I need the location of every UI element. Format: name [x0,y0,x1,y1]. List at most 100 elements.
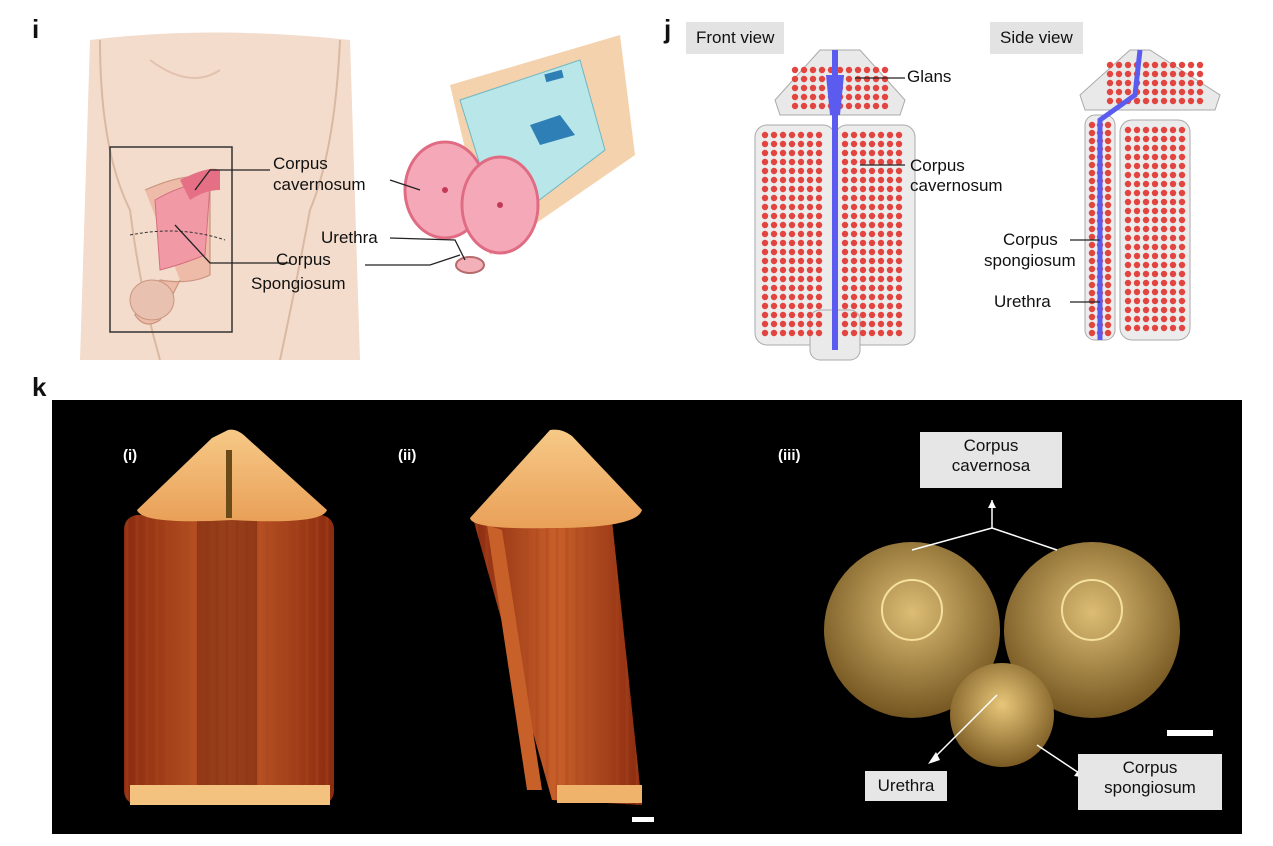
lattice-node [1169,171,1177,179]
lattice-node [761,194,769,202]
lattice-node [797,167,805,175]
lattice-node [1151,61,1159,69]
lattice-node [770,149,778,157]
lattice-node [806,176,814,184]
lattice-node [1115,79,1123,87]
lattice-node [779,230,787,238]
lattice-node [815,221,823,229]
lattice-node [859,257,867,265]
lattice-node [1169,225,1177,233]
photo-panel-k [52,400,1242,834]
lattice-node [1142,189,1150,197]
lattice-node [1104,289,1112,297]
lattice-node [1160,288,1168,296]
lattice-node [1178,234,1186,242]
lattice-node [806,140,814,148]
lattice-node [761,320,769,328]
sub-label-ii: (ii) [398,447,417,464]
lattice-node [868,221,876,229]
label-j-urethra: Urethra [994,292,1051,311]
lattice-node [895,140,903,148]
lattice-node [841,230,849,238]
lattice-node [868,203,876,211]
lattice-node [886,284,894,292]
lattice-node [1133,216,1141,224]
lattice-node [1124,162,1132,170]
lattice-node [770,320,778,328]
lattice-node [1169,97,1177,105]
lattice-node [779,266,787,274]
lattice-node [1169,162,1177,170]
lattice-node [1178,324,1186,332]
lattice-node [1133,252,1141,260]
lattice-node [1160,153,1168,161]
lattice-node [1151,288,1159,296]
lattice-node [868,311,876,319]
lattice-node [797,293,805,301]
lattice-node [850,329,858,337]
lattice-node [1178,79,1186,87]
lattice-node [1104,185,1112,193]
lattice-node [797,275,805,283]
lattice-node [1151,216,1159,224]
lattice-node [859,149,867,157]
lattice-node [806,275,814,283]
lattice-node [841,275,849,283]
lattice-node [895,329,903,337]
lattice-node [1142,135,1150,143]
lattice-node [770,248,778,256]
lattice-node [1133,225,1141,233]
lattice-node [895,185,903,193]
lattice-node [895,212,903,220]
lattice-node [806,284,814,292]
lattice-node [779,284,787,292]
lattice-node [1104,153,1112,161]
lattice-node [791,93,799,101]
lattice-node [779,275,787,283]
lattice-node [1151,79,1159,87]
lattice-node [872,93,880,101]
lattice-node [1151,126,1159,134]
lattice-node [1124,288,1132,296]
lattice-node [1151,153,1159,161]
lattice-node [1160,144,1168,152]
lattice-node [877,140,885,148]
lattice-node [815,140,823,148]
lattice-node [1104,161,1112,169]
lattice-node [859,221,867,229]
lattice-node [895,149,903,157]
lattice-node [895,284,903,292]
lattice-node [868,275,876,283]
lattice-node [841,284,849,292]
lattice-node [1133,207,1141,215]
lattice-node [1124,315,1132,323]
lattice-node [877,221,885,229]
lattice-node [850,311,858,319]
lattice-node [1124,324,1132,332]
lattice-node [1124,234,1132,242]
lattice-node [806,131,814,139]
lattice-node [1088,313,1096,321]
lattice-node [800,102,808,110]
lattice-node [1088,145,1096,153]
lattice-node [877,311,885,319]
lattice-node [850,284,858,292]
lattice-node [1169,261,1177,269]
lattice-node [770,266,778,274]
lattice-node [806,329,814,337]
lattice-node [1160,324,1168,332]
lattice-node [1115,88,1123,96]
lattice-node [895,131,903,139]
lattice-node [1133,306,1141,314]
lattice-node [1088,249,1096,257]
lattice-node [877,293,885,301]
lattice-node [1187,70,1195,78]
photo-renders [124,429,1213,822]
lattice-node [1104,265,1112,273]
lattice-node [1115,61,1123,69]
lattice-node [850,248,858,256]
lattice-node [788,284,796,292]
lattice-node [779,320,787,328]
lattice-node [761,212,769,220]
lattice-node [1151,189,1159,197]
